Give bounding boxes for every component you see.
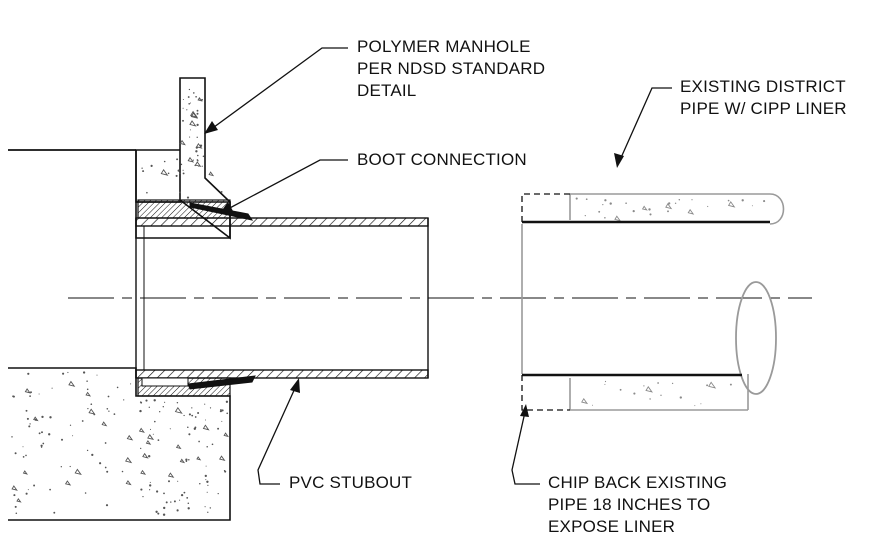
boot-clamp-lower (187, 375, 256, 390)
leader-existing-pipe (619, 87, 672, 161)
manhole-base (8, 367, 231, 521)
arrowhead-chip-back (520, 404, 529, 417)
chip-back-top (521, 193, 570, 222)
existing-pipe-specks (575, 197, 766, 407)
label-line: DETAIL (357, 81, 417, 100)
leader-stubout (257, 385, 297, 485)
leader-chip-back (511, 411, 540, 485)
boot-clamp-upper (189, 202, 254, 221)
label-line: PER NDSD STANDARD (357, 59, 546, 78)
arrowhead-stubout (290, 378, 300, 393)
label-line: BOOT CONNECTION (357, 150, 527, 169)
concrete-specks-lower (11, 371, 229, 516)
label-line: PIPE W/ CIPP LINER (680, 99, 847, 118)
leader-boot (225, 159, 348, 211)
label-line: EXISTING DISTRICT (680, 77, 846, 96)
label-pvc-stubout: PVC STUBOUT (289, 472, 412, 494)
label-existing-district-pipe: EXISTING DISTRICT PIPE W/ CIPP LINER (680, 76, 847, 120)
arrowhead-boot (220, 202, 233, 213)
label-line: PVC STUBOUT (289, 473, 413, 492)
pvc-pipe-bottom-wall (135, 369, 429, 379)
arrowhead-existing-pipe (614, 153, 624, 168)
label-boot-connection: BOOT CONNECTION (357, 149, 527, 171)
chip-back-bottom (521, 375, 570, 411)
label-polymer-manhole: POLYMER MANHOLE PER NDSD STANDARD DETAIL (357, 36, 545, 102)
leader-manhole (209, 47, 348, 131)
pvc-pipe-top-wall (135, 217, 429, 227)
label-line: PIPE 18 INCHES TO (548, 495, 711, 514)
concrete-specks-upper (141, 88, 223, 199)
label-chip-back: CHIP BACK EXISTING PIPE 18 INCHES TO EXP… (548, 472, 727, 538)
arrowhead-manhole (204, 121, 218, 134)
label-line: CHIP BACK EXISTING (548, 473, 727, 492)
label-line: EXPOSE LINER (548, 517, 676, 536)
label-line: POLYMER MANHOLE (357, 37, 531, 56)
existing-district-pipe (521, 193, 785, 411)
boot-band-lower (141, 377, 189, 387)
